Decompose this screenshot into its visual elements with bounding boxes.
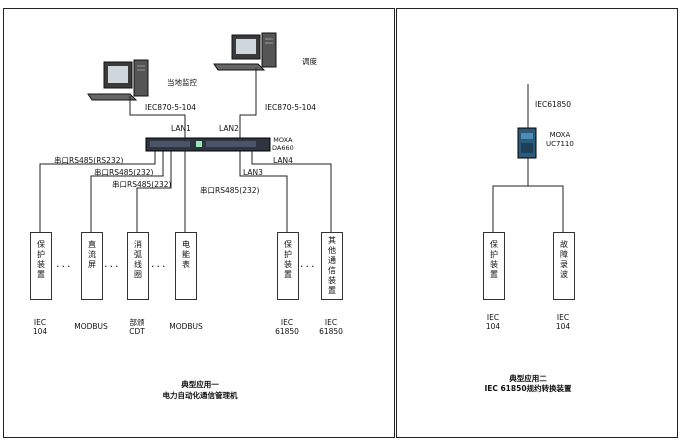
lan4-label: LAN4: [273, 156, 293, 165]
device-label: 保 护 装 置: [37, 240, 45, 279]
application-two-panel: [396, 8, 678, 438]
moxa-uc7110-label: MOXA UC7110: [546, 131, 574, 148]
device-label: 其 他 通 信 装 置: [328, 236, 336, 295]
device-label: 保 护 装 置: [284, 240, 292, 279]
serial-port-2-label: 串口RS485(232): [94, 168, 154, 177]
moxa-da660-device-icon: [145, 137, 271, 152]
ellipsis: ···: [104, 260, 121, 273]
device-protection-1: 保 护 装 置: [30, 232, 52, 300]
serial-port-4-label: 串口RS485(232): [200, 186, 260, 195]
serial-port-1-label: 串口RS485(RS232): [54, 156, 124, 165]
protocol-label: IEC 104: [32, 318, 48, 336]
protocol-label: MODBUS: [74, 322, 108, 331]
iec61850-label: IEC61850: [535, 100, 572, 109]
protocol-label: MODBUS: [169, 322, 203, 331]
local-monitor-label: 当地监控: [167, 78, 197, 87]
caption-two-line1: 典型应用二: [509, 374, 547, 383]
moxa-da660-label: MOXA DA660: [272, 136, 294, 152]
protocol-label: IEC 104: [555, 313, 571, 331]
device-label: 保 护 装 置: [490, 240, 498, 279]
ellipsis: ···: [56, 260, 73, 273]
serial-port-3-label: 串口RS485(232): [112, 180, 172, 189]
iec104-left-label: IEC870-5-104: [145, 103, 197, 112]
caption-two-line2: IEC 61850规约转换装置: [484, 384, 572, 393]
device-dc-panel: 直 流 屏: [81, 232, 103, 300]
lan2-label: LAN2: [219, 124, 239, 133]
protocol-label: IEC 104: [485, 313, 501, 331]
device-label: 电 能 表: [182, 240, 190, 269]
device-label: 直 流 屏: [88, 240, 96, 269]
caption-one-line2: 电力自动化通信管理机: [162, 391, 238, 400]
device-arc-coil: 消 弧 线 圈: [127, 232, 149, 300]
dispatch-computer-icon: [213, 32, 277, 71]
application-one-panel: [3, 8, 395, 438]
local-monitor-computer-icon: [87, 59, 149, 101]
iec104-right-label: IEC870-5-104: [265, 103, 317, 112]
device-energy-meter: 电 能 表: [175, 232, 197, 300]
lan3-label: LAN3: [243, 168, 263, 177]
device-other-comm: 其 他 通 信 装 置: [321, 232, 343, 300]
lan1-label: LAN1: [171, 124, 191, 133]
device-protection-right: 保 护 装 置: [483, 232, 505, 300]
device-label: 消 弧 线 圈: [134, 240, 142, 279]
protocol-label: IEC 61850: [319, 318, 343, 336]
dispatch-label: 调度: [302, 57, 317, 66]
ellipsis: ···: [300, 260, 317, 273]
moxa-uc7110-device-icon: [517, 127, 537, 159]
device-label: 故 障 录 波: [560, 240, 568, 279]
device-fault-recorder: 故 障 录 波: [553, 232, 575, 300]
device-protection-2: 保 护 装 置: [277, 232, 299, 300]
caption-one-line1: 典型应用一: [181, 380, 219, 389]
protocol-label: IEC 61850: [275, 318, 299, 336]
ellipsis: ···: [151, 260, 168, 273]
protocol-label: 部颁 CDT: [129, 318, 145, 336]
